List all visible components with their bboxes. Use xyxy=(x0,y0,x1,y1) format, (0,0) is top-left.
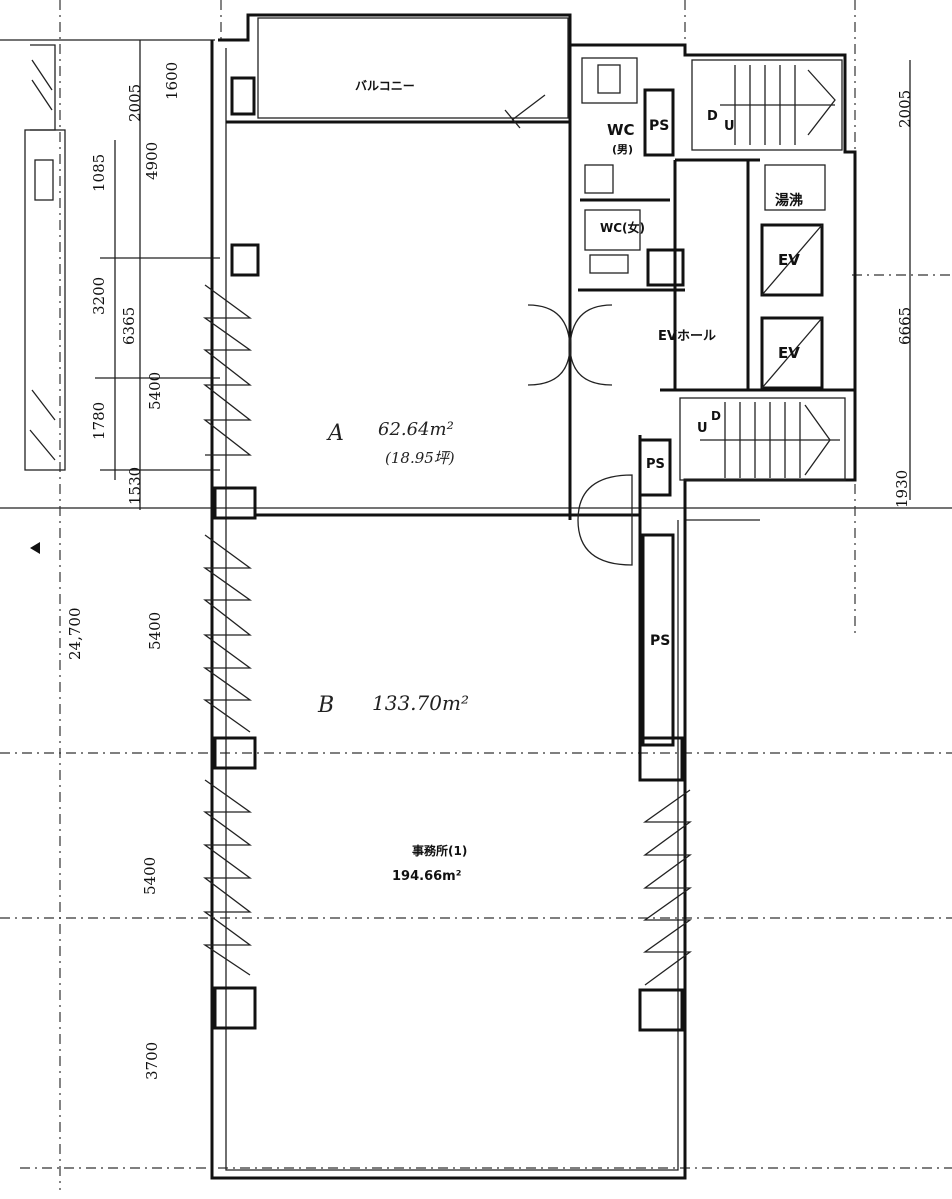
dim-right-1930: 1930 xyxy=(893,470,911,508)
elevator-1-label: EV xyxy=(778,251,800,269)
dim-right-6665: 6665 xyxy=(896,307,914,345)
wc-women-label: WC(女) xyxy=(600,220,645,235)
building-outline xyxy=(210,13,857,1180)
ps-mid-label: PS xyxy=(646,457,665,472)
dim-left-5400-mid: 5400 xyxy=(146,612,164,650)
kitchenette-label: 湯沸 xyxy=(775,192,803,209)
dim-left-1780: 1780 xyxy=(90,402,108,440)
balcony-label: バルコニー xyxy=(355,79,415,93)
dim-left-3200: 3200 xyxy=(90,277,108,315)
dim-left-2005: 2005 xyxy=(126,84,144,122)
stair-bottom-up-label: U xyxy=(697,421,708,436)
ps-long-label: PS xyxy=(650,633,670,649)
area-a-tsubo: (18.95坪) xyxy=(385,449,455,467)
area-a-size: 62.64m² xyxy=(378,419,454,440)
dim-right-2005: 2005 xyxy=(896,90,914,128)
wc-men-label: WC xyxy=(607,121,635,139)
office-area: 194.66m² xyxy=(392,869,461,884)
dim-left-5400-upper: 5400 xyxy=(146,372,164,410)
window-sashes-left xyxy=(202,284,253,976)
doors xyxy=(504,94,633,566)
wc-men-sub-label: (男) xyxy=(612,143,633,156)
area-a-letter: A xyxy=(326,421,344,446)
section-marker-icon xyxy=(30,542,40,554)
elevators xyxy=(760,223,824,390)
wc-fixtures xyxy=(581,57,826,497)
window-sashes-right xyxy=(642,789,693,986)
elevator-2-label: EV xyxy=(778,344,800,362)
dim-left-1600: 1600 xyxy=(163,62,181,100)
columns xyxy=(213,76,684,1032)
office-name: 事務所(1) xyxy=(412,843,467,858)
elevator-hall-label: EVホール xyxy=(658,329,716,344)
stair-top-up-label: U xyxy=(724,119,735,134)
dim-left-1530: 1530 xyxy=(126,467,144,505)
dim-left-5400-low: 5400 xyxy=(141,857,159,895)
dim-left-6365: 6365 xyxy=(120,307,138,345)
ps-top-label: PS xyxy=(649,118,669,134)
dim-left-4900: 4900 xyxy=(143,142,161,180)
area-b-size: 133.70m² xyxy=(372,691,469,715)
dim-left-24700: 24,700 xyxy=(66,608,84,661)
dim-left-1085: 1085 xyxy=(90,154,108,192)
area-b-letter: B xyxy=(317,693,334,718)
partitions xyxy=(226,45,855,747)
dim-left-3700: 3700 xyxy=(143,1042,161,1080)
adjacent-building xyxy=(24,44,66,471)
stair-bottom-down-label: D xyxy=(711,409,721,423)
stair-top-down-label: D xyxy=(707,109,718,124)
stairs xyxy=(679,59,846,481)
